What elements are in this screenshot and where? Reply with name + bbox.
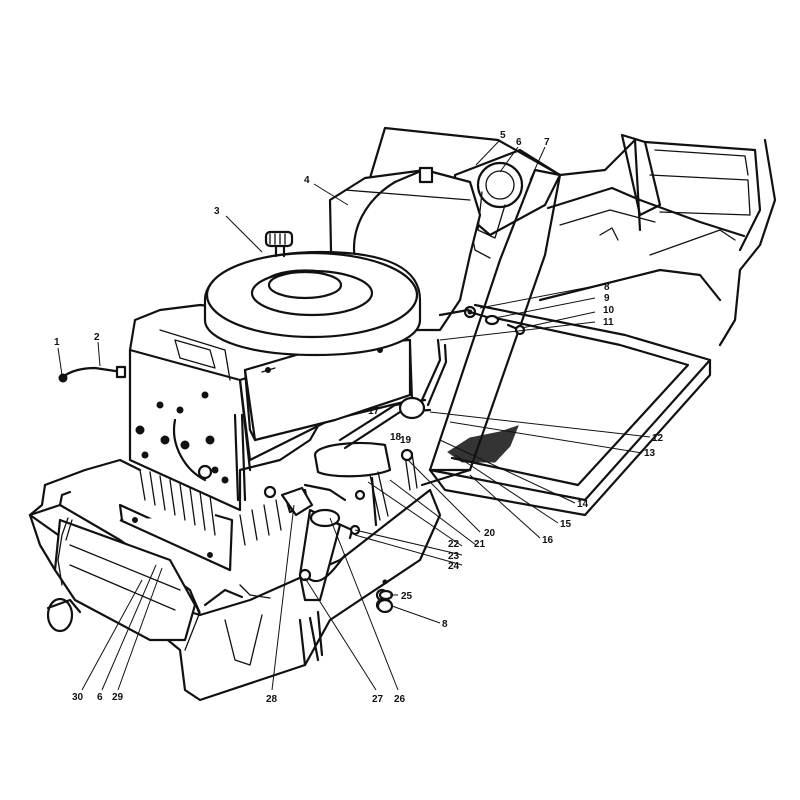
callout-27: 27 (372, 694, 384, 705)
steering-support (428, 148, 562, 472)
callout-14: 14 (577, 499, 589, 510)
callout-18: 18 (390, 432, 402, 443)
washer-and-nut (376, 589, 394, 614)
callout-28: 28 (266, 694, 278, 705)
exhaust-outlet-icon (46, 597, 74, 633)
heat-shield-plate (118, 503, 234, 572)
callout-4: 4 (304, 175, 310, 186)
callout-11: 11 (603, 317, 614, 328)
callout-15: 15 (560, 519, 572, 530)
callout-30: 30 (72, 692, 84, 703)
callout-8-nut: 8 (442, 619, 448, 630)
callout-7: 7 (544, 137, 550, 148)
callout-24: 24 (448, 561, 460, 572)
callout-10: 10 (603, 305, 615, 316)
fuel-hose-parts (58, 365, 127, 383)
fuel-cap-icon (418, 166, 434, 184)
callout-26: 26 (394, 694, 406, 705)
muffler (46, 517, 197, 642)
engine-block (128, 303, 414, 546)
callout-9: 9 (604, 293, 610, 304)
rear-body-frame (350, 126, 777, 347)
callout-1: 1 (54, 337, 60, 348)
steering-hub-icon (476, 161, 524, 209)
callout-22: 22 (448, 539, 460, 550)
callout-21: 21 (474, 539, 486, 550)
callout-12: 12 (652, 433, 664, 444)
callout-6-lower: 6 (97, 692, 103, 703)
air-cleaner (203, 230, 422, 357)
callout-6: 6 (516, 137, 522, 148)
callout-3: 3 (214, 206, 220, 217)
callout-5: 5 (500, 130, 506, 141)
callout-25: 25 (401, 591, 413, 602)
callout-2: 2 (94, 332, 100, 343)
floor-mat-hatch (447, 425, 519, 463)
floor-tray (428, 303, 712, 517)
callout-19: 19 (400, 435, 412, 446)
callout-16: 16 (542, 535, 554, 546)
fuel-filter-icon (398, 396, 426, 420)
callout-13: 13 (644, 448, 656, 459)
callout-labels: 1 2 3 4 5 6 7 8 9 10 11 12 13 14 15 16 1… (54, 130, 664, 705)
callout-29: 29 (112, 692, 124, 703)
mounting-bolt (280, 486, 314, 517)
callout-23: 23 (448, 551, 460, 562)
callout-17: 17 (368, 406, 380, 417)
leader-lines (57, 139, 651, 691)
callout-20: 20 (484, 528, 496, 539)
callout-8: 8 (604, 282, 610, 293)
